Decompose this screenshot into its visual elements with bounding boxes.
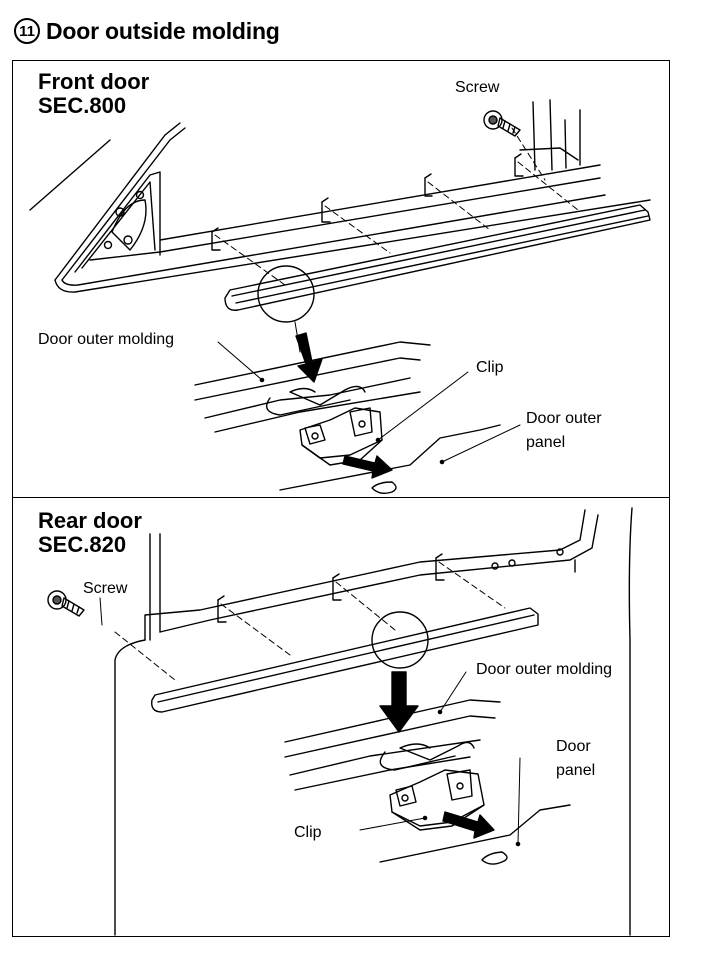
front-outer-panel-label: Door outer panel [526, 409, 602, 453]
rear-screw-icon [47, 590, 103, 626]
rear-molding-label: Door outer molding [476, 661, 613, 678]
front-label-leaders [217, 341, 521, 465]
rear-label-leaders [359, 671, 521, 847]
rear-door-title: Rear door [38, 508, 142, 533]
section-number-badge: 11 [14, 18, 40, 44]
rear-door-panel-label-line1: Door [556, 738, 591, 755]
rear-magnifier-circle [371, 611, 429, 669]
front-clip-label: Clip [476, 359, 504, 376]
rear-door-panel [12, 497, 670, 937]
front-arrows [295, 332, 393, 479]
section-title: 11 Door outside molding [14, 14, 280, 48]
rear-leader-lines [114, 561, 506, 681]
rear-clip-mounts [217, 553, 445, 623]
section-title-text: Door outside molding [46, 17, 280, 44]
front-molding-label: Door outer molding [38, 331, 175, 348]
rear-molding-strip [151, 607, 539, 713]
rear-clip-label: Clip [294, 824, 322, 841]
front-door-title: Front door [38, 69, 150, 94]
rear-door-panel-label: Door panel [556, 737, 595, 781]
front-screw-label: Screw [455, 79, 500, 96]
front-window-frame [29, 99, 651, 293]
front-leader-lines [214, 127, 579, 286]
front-screw-icon [483, 110, 521, 137]
rear-door-panel-label-line2: panel [556, 762, 596, 779]
front-outer-panel-label-line1: Door outer [526, 410, 602, 427]
front-door-heading: Front door SEC.800 [38, 70, 149, 118]
rear-door-section-code: SEC.820 [38, 532, 127, 557]
rear-door-heading: Rear door SEC.820 [38, 509, 142, 557]
rear-door-frame [114, 507, 633, 936]
rear-arrows [379, 671, 495, 839]
front-outer-panel-label-line2: panel [526, 434, 566, 451]
rear-screw-label: Screw [83, 580, 128, 597]
front-door-section-code: SEC.800 [38, 93, 127, 118]
front-detail-view [194, 341, 501, 495]
rear-detail-view [284, 699, 571, 865]
front-clip-mounts [211, 153, 524, 251]
front-molding-strip [224, 204, 651, 311]
